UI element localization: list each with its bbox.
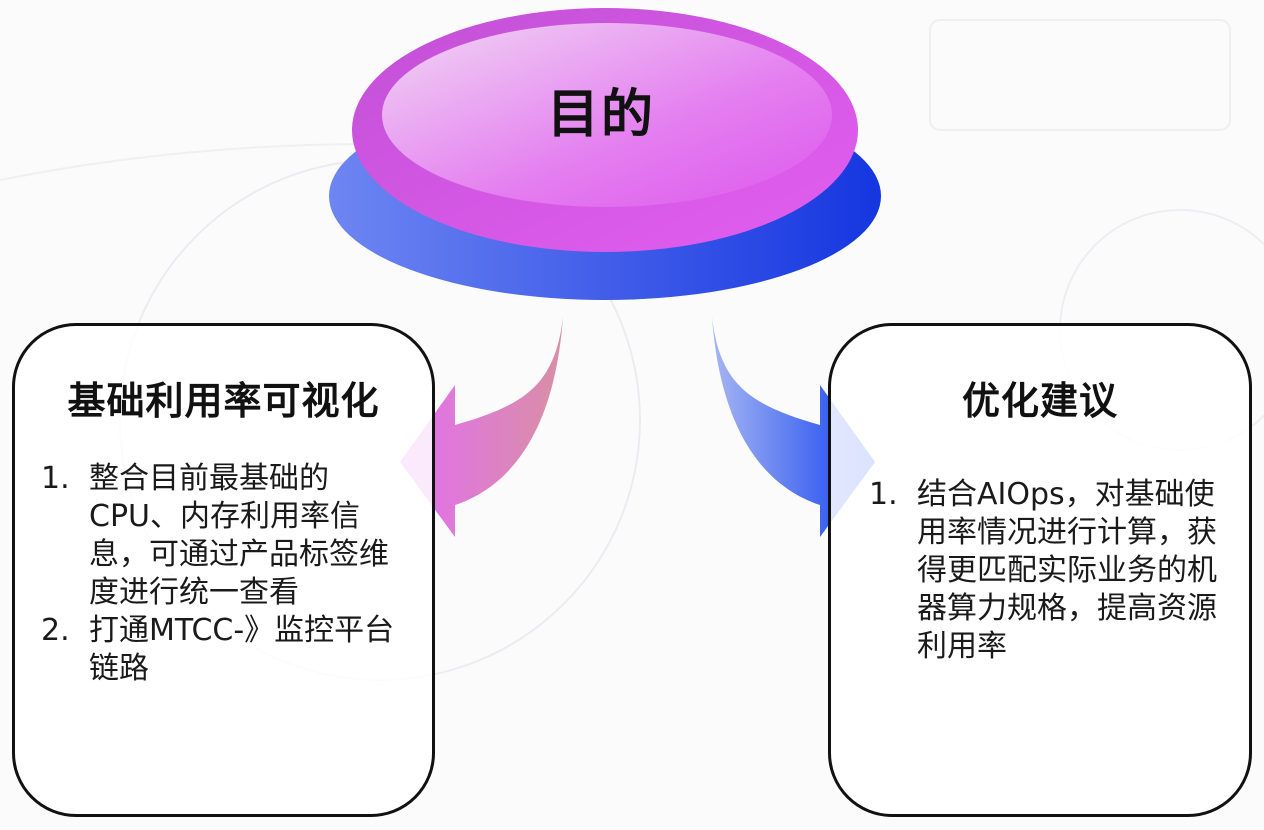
- item-number: 1.: [869, 477, 898, 512]
- list-item: 2. 打通MTCC-》监控平台链路: [41, 612, 411, 688]
- list-item: 1. 结合AIOps，对基础使用率情况进行计算，获得更匹配实际业务的机器算力规格…: [869, 476, 1239, 666]
- item-text: 结合AIOps，对基础使用率情况进行计算，获得更匹配实际业务的机器算力规格，提高…: [917, 477, 1217, 664]
- item-text: 整合目前最基础的CPU、内存利用率信息，可通过产品标签维度进行统一查看: [89, 461, 389, 610]
- optimization-list: 1. 结合AIOps，对基础使用率情况进行计算，获得更匹配实际业务的机器算力规格…: [869, 476, 1239, 666]
- purpose-disc: [329, 8, 881, 300]
- optimization-box: 优化建议 1. 结合AIOps，对基础使用率情况进行计算，获得更匹配实际业务的机…: [828, 323, 1252, 817]
- arrow-down-left-icon: [400, 317, 563, 537]
- visualization-list: 1. 整合目前最基础的CPU、内存利用率信息，可通过产品标签维度进行统一查看 2…: [41, 460, 411, 688]
- item-number: 1.: [41, 461, 70, 496]
- item-number: 2.: [41, 613, 70, 648]
- purpose-title: 目的: [546, 85, 655, 145]
- visualization-box: 基础利用率可视化 1. 整合目前最基础的CPU、内存利用率信息，可通过产品标签维…: [12, 323, 435, 817]
- visualization-title: 基础利用率可视化: [67, 379, 380, 423]
- item-text: 打通MTCC-》监控平台链路: [89, 613, 395, 686]
- list-item: 1. 整合目前最基础的CPU、内存利用率信息，可通过产品标签维度进行统一查看: [41, 460, 411, 612]
- optimization-title: 优化建议: [961, 379, 1118, 423]
